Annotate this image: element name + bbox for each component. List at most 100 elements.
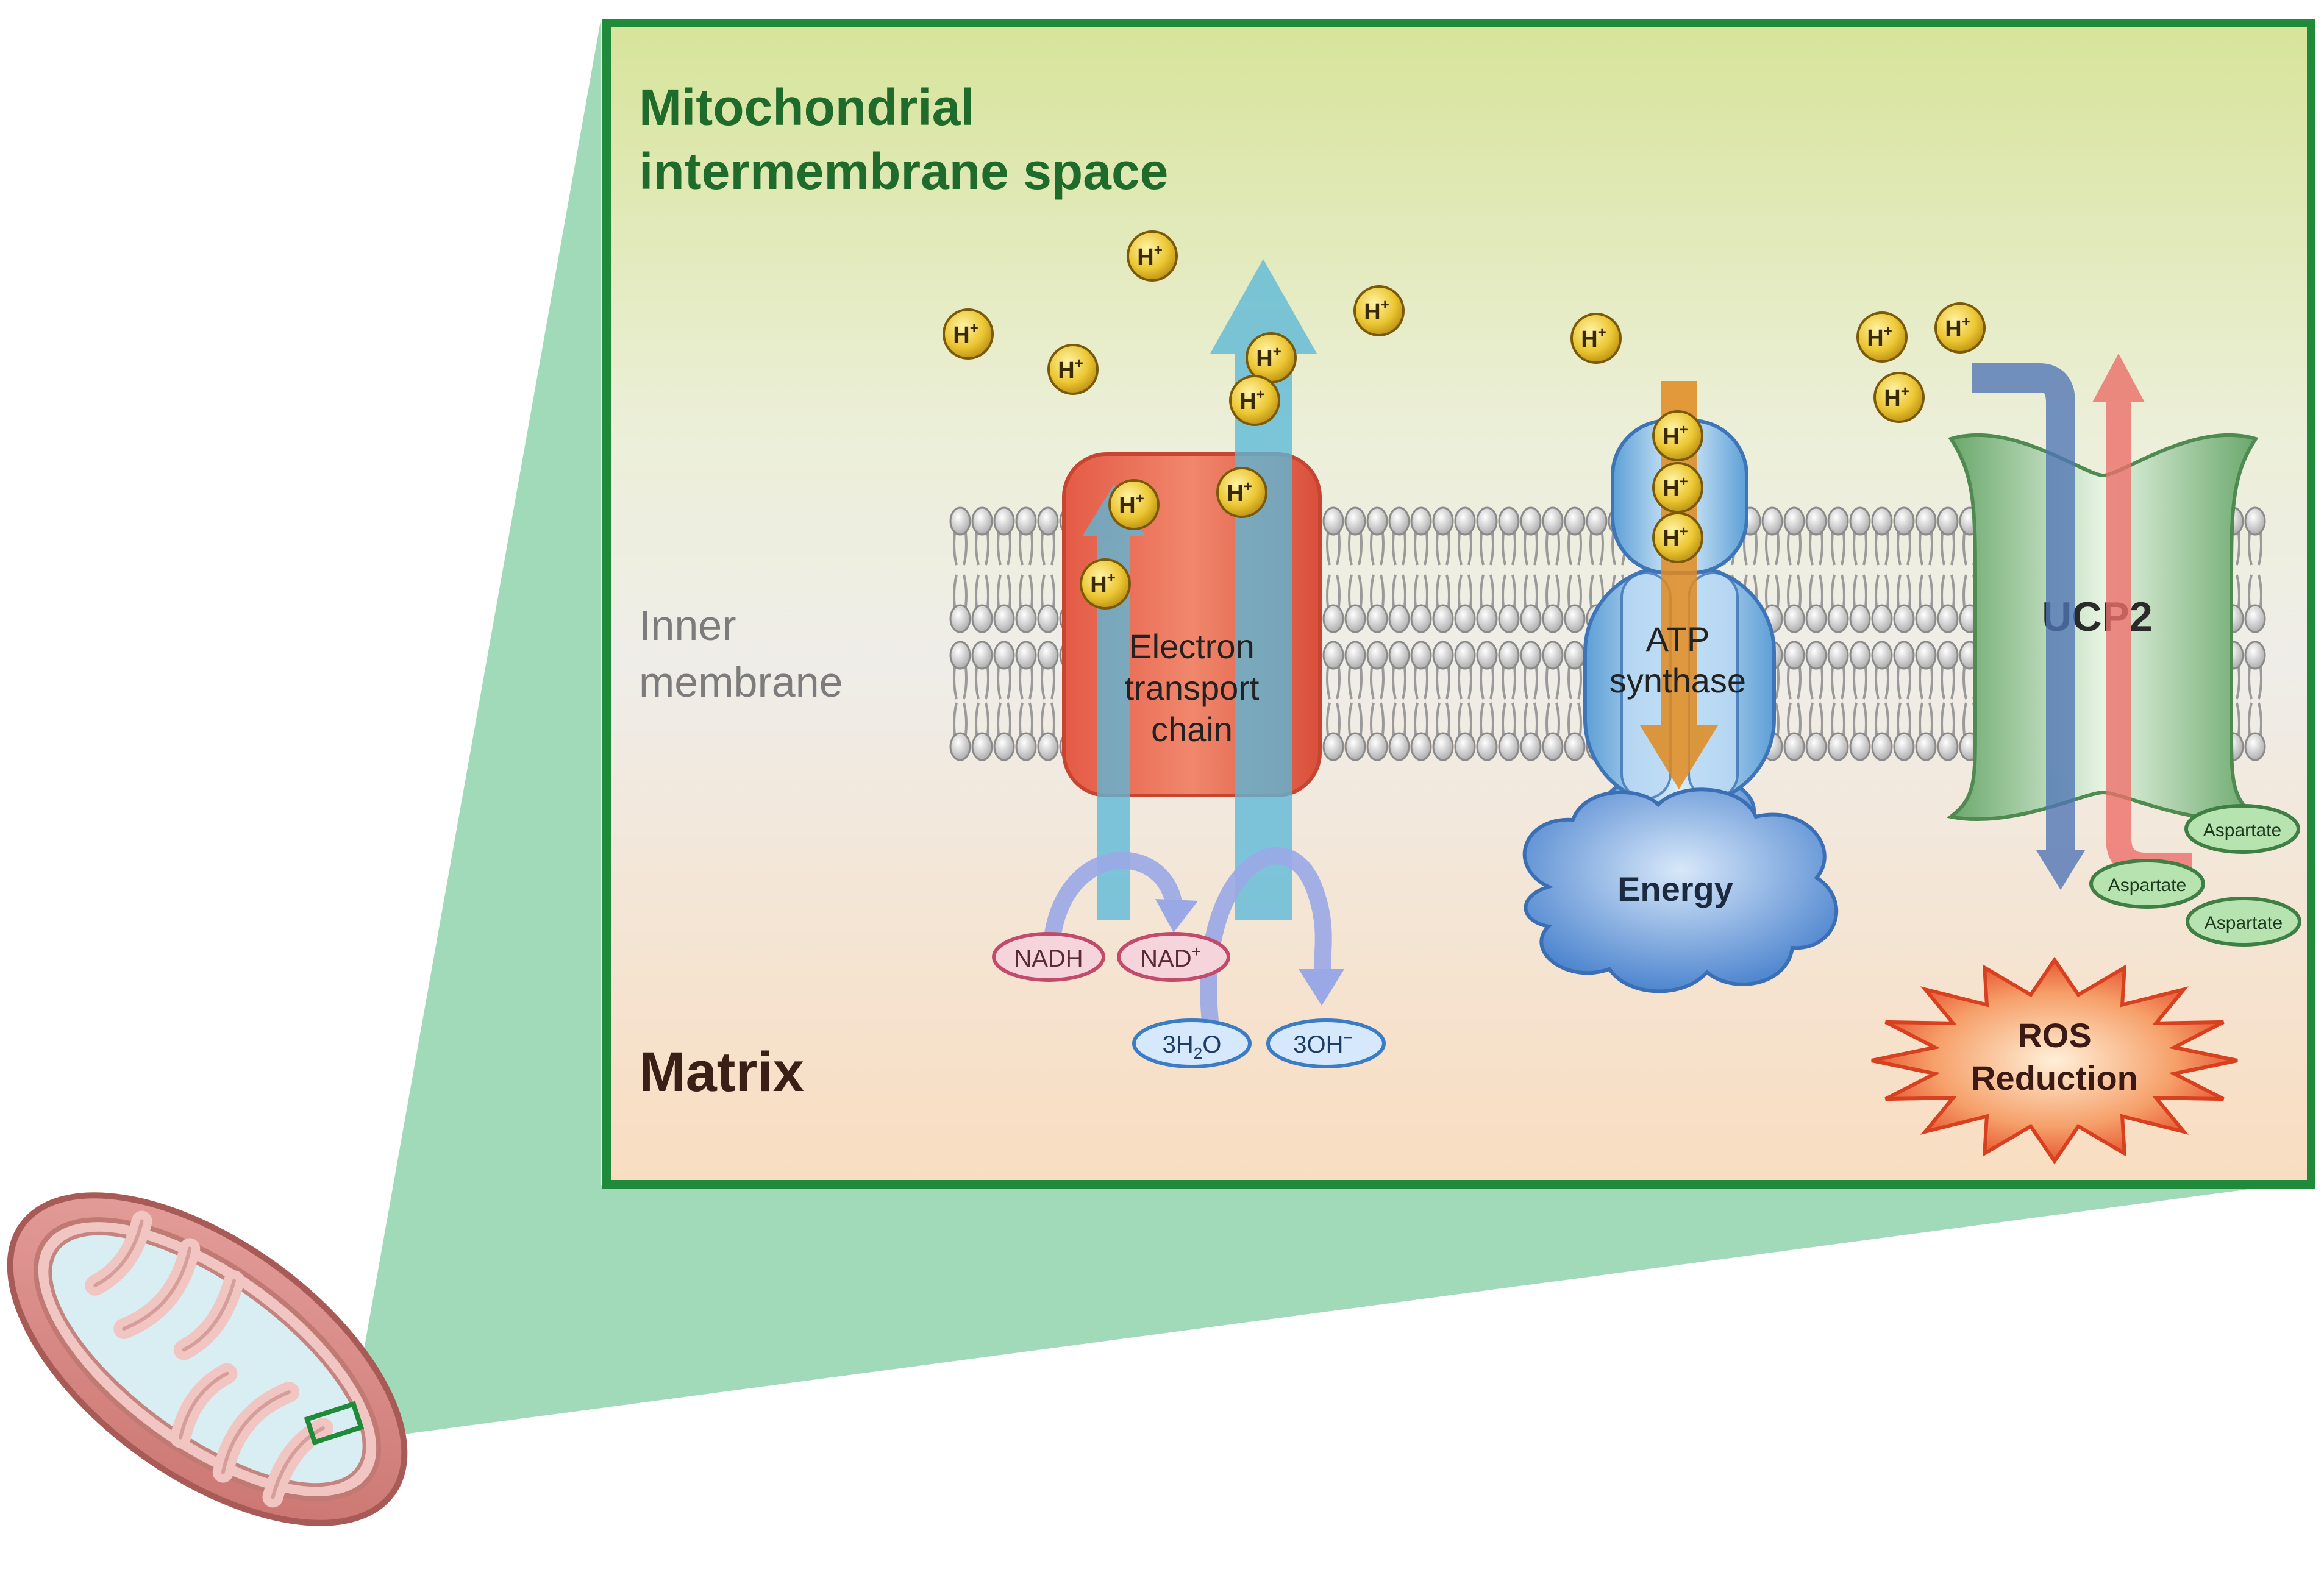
inner-membrane-label-line2: membrane	[639, 658, 843, 706]
lipid-head	[1322, 604, 1344, 633]
lipid-head	[1827, 641, 1849, 670]
lipid-head	[1454, 641, 1476, 670]
proton-icon: H+	[1353, 285, 1405, 336]
lipid-head	[1410, 506, 1432, 536]
proton-icon: H+	[1652, 462, 1703, 513]
lipid-head	[1520, 506, 1542, 536]
svg-text:Aspartate: Aspartate	[2203, 820, 2281, 841]
svg-text:H+: H+	[953, 320, 978, 348]
svg-text:3H2O: 3H2O	[1163, 1031, 1222, 1062]
lipid-head	[1542, 732, 1564, 761]
zoom-marker	[304, 1401, 365, 1446]
proton-icon: H+	[1856, 311, 1908, 363]
svg-text:H+: H+	[1945, 314, 1970, 342]
lipid-head	[1915, 506, 1937, 536]
lipid-head	[1015, 732, 1037, 761]
lipid-head	[1849, 506, 1871, 536]
lipid-head	[993, 506, 1015, 536]
atp-synthase-label-line1: ATP	[1646, 620, 1710, 658]
intermembrane-label-line1: Mitochondrial	[639, 79, 975, 136]
lipid-head	[1037, 641, 1059, 670]
lipid-head	[1015, 604, 1037, 633]
lipid-head	[1037, 732, 1059, 761]
lipid-head	[1322, 641, 1344, 670]
svg-text:H+: H+	[1884, 383, 1909, 411]
lipid-head	[1849, 604, 1871, 633]
proton-icon: H+	[1873, 372, 1925, 423]
lipid-head	[971, 506, 993, 536]
lipid-head	[949, 732, 971, 761]
lipid-head	[1344, 604, 1366, 633]
lipid-head	[2244, 641, 2266, 670]
svg-text:H+: H+	[1137, 242, 1162, 270]
lipid-head	[1366, 506, 1388, 536]
svg-text:H+: H+	[1663, 474, 1688, 502]
lipid-head	[949, 604, 971, 633]
lipid-head	[1344, 641, 1366, 670]
zoom-cone	[355, 21, 2277, 1437]
lipid-head	[1564, 506, 1586, 536]
proton-icon: H+	[1047, 344, 1099, 395]
lipid-head	[1805, 732, 1827, 761]
lipid-head	[1805, 506, 1827, 536]
etc-label-line3: chain	[1151, 710, 1233, 748]
svg-text:NADH: NADH	[1014, 945, 1083, 972]
ros-reduction-burst: ROS Reduction	[1871, 956, 2238, 1165]
svg-text:H+: H+	[1058, 355, 1083, 383]
lipid-head	[1783, 604, 1805, 633]
lipid-head	[1476, 506, 1498, 536]
proton-icon: H+	[1216, 467, 1267, 518]
lipid-head	[1322, 732, 1344, 761]
lipid-head	[1937, 641, 1959, 670]
svg-text:H+: H+	[1239, 386, 1264, 414]
lipid-head	[1827, 506, 1849, 536]
proton-group: H+H+H+H+H+H+H+H+H+H+H+H+H+H+H+H+	[943, 230, 1986, 610]
lipid-head	[1454, 732, 1476, 761]
lipid-head	[1893, 641, 1915, 670]
lipid-head	[1520, 732, 1542, 761]
lipid-head	[993, 604, 1015, 633]
lipid-head	[1410, 604, 1432, 633]
nad-pill: NAD+	[1117, 932, 1230, 982]
lipid-head	[1915, 641, 1937, 670]
lipid-head	[1783, 732, 1805, 761]
lipid-head	[993, 732, 1015, 761]
ucp2-proton-arrow	[1972, 363, 2085, 890]
lipid-head	[1498, 506, 1520, 536]
proton-icon: H+	[1652, 512, 1703, 563]
lipid-head	[1322, 506, 1344, 536]
lipid-head	[1827, 732, 1849, 761]
lipid-head	[1871, 641, 1893, 670]
svg-text:H+: H+	[1227, 478, 1252, 506]
arrow-head-oh	[1299, 969, 1344, 1006]
lipid-head	[1542, 604, 1564, 633]
lipid-head	[2244, 506, 2266, 536]
aspartate-pill-3: Aspartate	[2186, 897, 2301, 947]
proton-icon: H+	[1080, 558, 1131, 610]
lipid-head	[1805, 641, 1827, 670]
lipid-head	[1893, 604, 1915, 633]
hydroxide-pill: 3OH−	[1266, 1018, 1386, 1068]
svg-text:NAD+: NAD+	[1140, 942, 1201, 972]
lipid-head	[1761, 506, 1783, 536]
lipid-head	[1432, 732, 1454, 761]
lipid-head	[1388, 641, 1410, 670]
lipid-head	[1498, 641, 1520, 670]
lipid-head	[1476, 732, 1498, 761]
proton-icon: H+	[1934, 302, 1986, 354]
lipid-head	[1564, 732, 1586, 761]
lipid-head	[1410, 641, 1432, 670]
mitochondrion	[7, 1192, 408, 1526]
lipid-head	[1344, 506, 1366, 536]
lipid-head	[1783, 506, 1805, 536]
lipid-head	[2244, 604, 2266, 633]
lipid-head	[1893, 506, 1915, 536]
lipid-head	[1915, 732, 1937, 761]
intermembrane-label-line2: intermembrane space	[639, 143, 1168, 200]
lipid-head	[1783, 641, 1805, 670]
lipid-head	[1498, 604, 1520, 633]
proton-icon: H+	[1652, 410, 1703, 461]
matrix-label: Matrix	[639, 1041, 804, 1103]
lipid-head	[1520, 604, 1542, 633]
svg-text:H+: H+	[1256, 344, 1281, 372]
